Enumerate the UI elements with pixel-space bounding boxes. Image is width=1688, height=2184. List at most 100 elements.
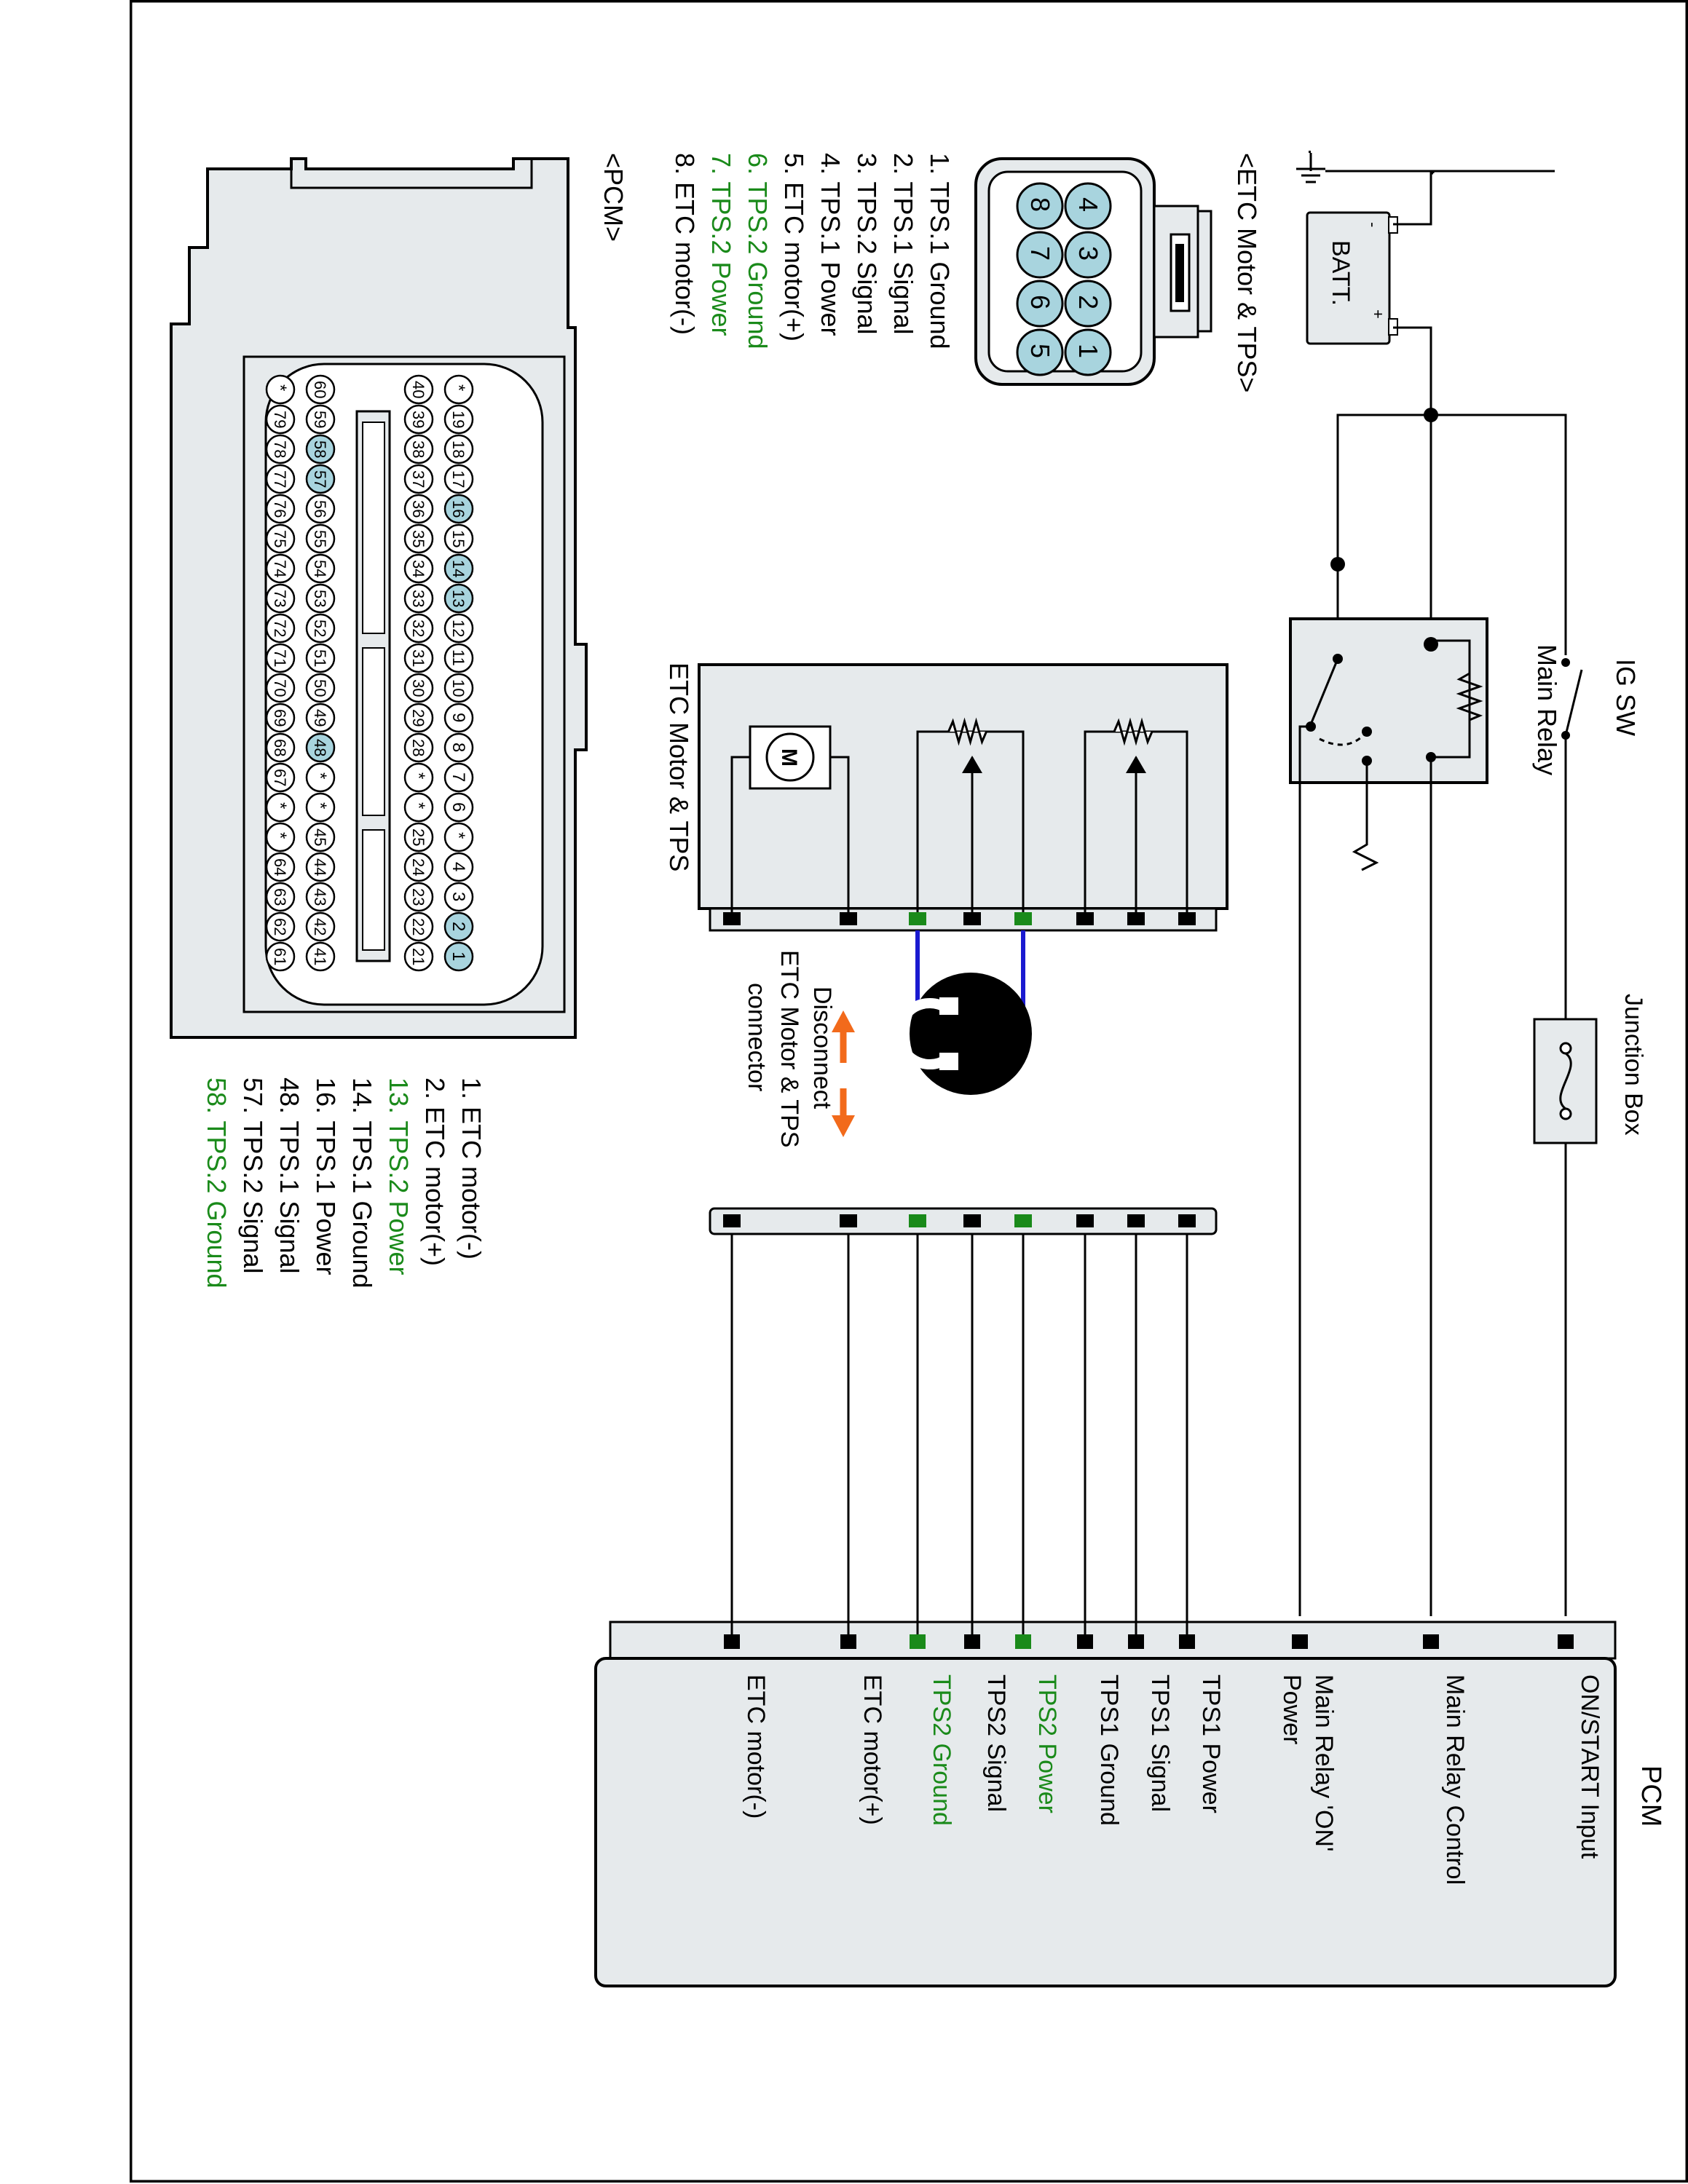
terminal <box>1127 1214 1145 1227</box>
pcm-signal-label: TPS2 Power <box>1033 1674 1061 1813</box>
fuse-terminal <box>1559 1042 1572 1055</box>
pcm-pin-label: 13 <box>449 590 468 607</box>
pcm-pin <box>443 822 474 852</box>
disconnect-label: Disconnect <box>808 986 836 1109</box>
pcm-pin <box>265 643 296 673</box>
ig-switch-blade <box>1564 669 1583 736</box>
pcm-pin <box>305 941 336 972</box>
pcm-pin-label: 3 <box>449 892 468 901</box>
pcm-pin <box>305 762 336 793</box>
pcm-pin-label: 74 <box>271 560 289 577</box>
pcm-pin-label: 75 <box>271 530 289 547</box>
battery-minus-label: - <box>1364 222 1382 227</box>
pcm-connector-bay <box>264 363 544 1006</box>
disconnect-label: connector <box>743 983 770 1091</box>
pcm-pin <box>443 762 474 793</box>
pcm-pin <box>443 553 474 584</box>
pcm-pin <box>443 852 474 882</box>
pcm-pin-label: 59 <box>311 411 329 428</box>
pcm-terminal <box>1292 1634 1308 1649</box>
relay-coil-icon <box>1456 672 1483 721</box>
terminal <box>909 1214 926 1227</box>
pcm-pin-label: 79 <box>271 411 289 428</box>
etc-legend-item: 4. TPS.1 Power <box>816 153 845 336</box>
pcm-terminal <box>840 1634 856 1649</box>
pcm-terminal <box>1179 1634 1195 1649</box>
pcm-pin <box>443 434 474 464</box>
ig-feed-wire <box>1431 414 1567 655</box>
pcm-pin <box>403 732 434 763</box>
pcm-pin <box>265 732 296 763</box>
ig-switch-contact <box>1561 658 1570 667</box>
relay-load-wire <box>1352 761 1379 871</box>
disconnect-label: ETC Motor & TPS <box>776 950 803 1147</box>
pcm-pin <box>265 911 296 942</box>
ig-sw-label: IG SW <box>1611 659 1641 736</box>
pcm-pin-label: 54 <box>311 560 329 577</box>
pcm-signal-label: TPS2 Ground <box>928 1674 955 1826</box>
pcm-pin-label: 51 <box>311 649 329 667</box>
pcm-pin-label: 67 <box>271 769 289 786</box>
pcm-pin <box>443 673 474 703</box>
terminal <box>1127 912 1145 925</box>
relay-contact-feed-wire <box>1336 414 1431 564</box>
pcm-pin-label: * <box>310 772 330 779</box>
etc-legend-item: 1. TPS.1 Ground <box>925 153 955 349</box>
pcm-pin <box>403 762 434 793</box>
pcm-pin-label: * <box>270 384 290 391</box>
etc-component-title: ETC Motor & TPS <box>664 662 694 871</box>
terminal <box>840 1214 857 1227</box>
pcm-pin-label: 45 <box>311 828 329 846</box>
pcm-signal-label: TPS2 Signal <box>982 1674 1010 1812</box>
pcm-title: PCM <box>1636 1765 1666 1827</box>
pcm-pin-label: 49 <box>311 709 329 727</box>
pcm-pin-label: 69 <box>271 709 289 727</box>
pcm-pin <box>443 583 474 614</box>
pcm-pin <box>265 434 296 464</box>
pcm-pin <box>305 703 336 733</box>
pcm-pin-label: 31 <box>409 649 427 667</box>
pcm-pin-label: * <box>449 384 468 391</box>
pcm-pin <box>305 434 336 464</box>
pcm-pin-label: 60 <box>311 381 329 398</box>
terminal <box>723 912 741 925</box>
pcm-signal-label: Power <box>1278 1674 1306 1744</box>
pcm-pin-label: * <box>449 832 468 839</box>
pcm-pin <box>265 941 296 972</box>
pcm-pin <box>265 852 296 882</box>
battery-plus-label: + <box>1369 309 1387 319</box>
pcm-pin-label: * <box>270 832 290 839</box>
pcm-pin <box>443 703 474 733</box>
pcm-pin <box>403 583 434 614</box>
pcm-legend-item: 16. TPS.1 Power <box>311 1077 341 1275</box>
resistor-icon <box>1113 717 1153 746</box>
pcm-signal-label: TPS1 Ground <box>1095 1674 1123 1826</box>
pcm-pin-label: 25 <box>409 828 427 846</box>
pcm-pin <box>443 494 474 524</box>
pcm-pin <box>443 374 474 405</box>
pcm-pin-label: 63 <box>271 888 289 906</box>
etc-legend-item: 7. TPS.2 Power <box>706 153 736 336</box>
pcm-pin <box>265 404 296 435</box>
pcm-pin-label: 11 <box>449 649 468 666</box>
pcm-pin <box>305 643 336 673</box>
etc-pin <box>1064 231 1112 279</box>
pcm-pin <box>443 613 474 644</box>
pcm-pin-label: * <box>310 802 330 809</box>
shape <box>1175 244 1184 302</box>
main-relay-on-power-wire <box>1298 725 1311 1616</box>
pcm-pin-label: 34 <box>409 560 427 577</box>
pcm-box <box>594 1657 1617 1987</box>
pcm-pin-label: 58 <box>311 440 329 458</box>
pcm-terminal <box>1015 1634 1031 1649</box>
pcm-terminal <box>724 1634 740 1649</box>
etc-pin <box>1016 280 1064 328</box>
pcm-terminal <box>964 1634 980 1649</box>
main-relay-label: Main Relay <box>1532 644 1562 775</box>
pcm-pin-label: 4 <box>449 862 468 871</box>
pcm-pin <box>265 374 296 405</box>
resistor-icon <box>947 717 987 746</box>
terminal <box>909 912 926 925</box>
pcm-pin <box>265 583 296 614</box>
